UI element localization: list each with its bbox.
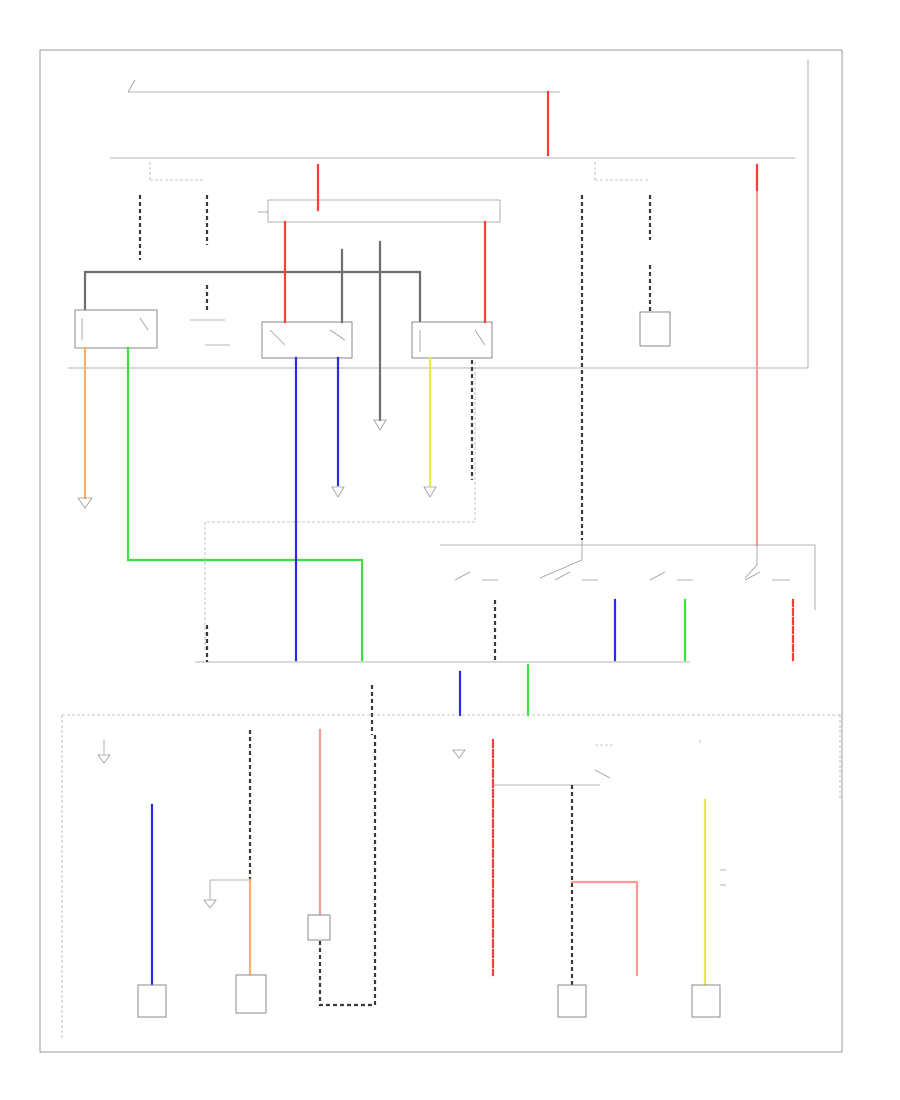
module-box-upper-right	[639, 311, 671, 347]
switch-3	[649, 571, 693, 581]
module-box-3	[307, 914, 331, 941]
relay-bus-outline	[267, 199, 501, 223]
ground-center-3	[373, 419, 387, 431]
lower-fuse-box-outline	[61, 714, 841, 1040]
top-switch	[127, 79, 136, 93]
module-box-5	[691, 984, 721, 1018]
relay-left-switch	[190, 319, 230, 346]
relay-right-coil	[419, 329, 486, 352]
switch-assembly-frame	[440, 544, 816, 610]
upper-junction-box-outline	[68, 60, 809, 369]
module-box-2	[235, 974, 267, 1014]
ground-lower-2	[203, 880, 217, 909]
legend-marks	[720, 869, 726, 886]
ground-left	[77, 497, 93, 509]
switch-2	[554, 571, 598, 581]
ground-center-2	[423, 486, 437, 498]
green-wire	[126, 346, 364, 662]
ground-center-1	[331, 486, 345, 498]
relay-right	[411, 321, 493, 359]
red-wire-lower-3	[570, 880, 639, 977]
right-feed-dash	[594, 160, 650, 181]
outer-frame	[39, 49, 843, 1053]
switch-4	[744, 571, 790, 581]
module-box-4	[557, 984, 587, 1018]
switch-1	[454, 571, 498, 581]
switch-feed-right	[744, 545, 758, 579]
dash-lower-right	[595, 740, 701, 746]
gray-wire-lower-4	[493, 769, 611, 786]
relay-left	[74, 309, 158, 349]
ground-lower-center	[452, 749, 466, 759]
mid-dash-outline	[204, 360, 476, 650]
switch-feed-left	[539, 540, 583, 579]
gray-wire-lower-3	[318, 735, 377, 1007]
ground-lower-left	[97, 740, 111, 764]
left-feed-dash	[149, 160, 205, 181]
relay-center	[261, 321, 353, 359]
relay-center-coil	[269, 329, 346, 346]
gray-harness-wire	[83, 270, 422, 337]
module-box-1	[137, 984, 167, 1018]
relay-left-coil	[81, 317, 149, 340]
